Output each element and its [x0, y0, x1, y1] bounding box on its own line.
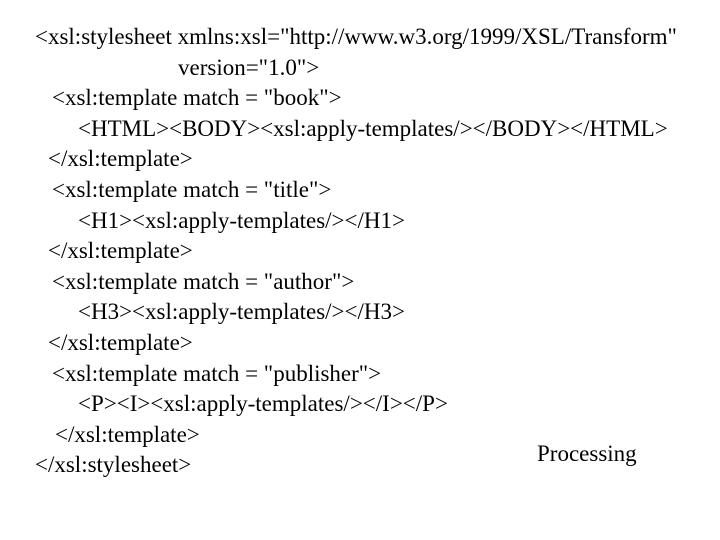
code-line: <P><I><xsl:apply-templates/></I></P>	[78, 391, 448, 417]
code-line: <xsl:stylesheet xmlns:xsl="http://www.w3…	[35, 24, 677, 49]
code-line: version="1.0">	[178, 54, 320, 80]
code-line: </xsl:template>	[48, 238, 193, 264]
code-line: <xsl:template match = "author">	[52, 268, 355, 294]
xsl-code-block: <xsl:stylesheet xmlns:xsl="http://www.w3…	[0, 22, 720, 481]
processing-annotation-label: Processing	[537, 441, 637, 466]
code-line: <H3><xsl:apply-templates/></H3>	[78, 299, 405, 325]
code-line: </xsl:stylesheet>	[35, 452, 192, 478]
code-line: <xsl:template match = "publisher">	[52, 360, 382, 386]
code-line: <xsl:template match = "title">	[52, 176, 332, 202]
code-line: <xsl:template match = "book">	[52, 85, 342, 111]
code-line: <HTML><BODY><xsl:apply-templates/></BODY…	[78, 115, 668, 141]
code-line: </xsl:template>	[48, 329, 193, 355]
code-line: </xsl:template>	[55, 421, 200, 447]
code-line: </xsl:template>	[48, 146, 193, 172]
code-line: <H1><xsl:apply-templates/></H1>	[78, 207, 405, 233]
